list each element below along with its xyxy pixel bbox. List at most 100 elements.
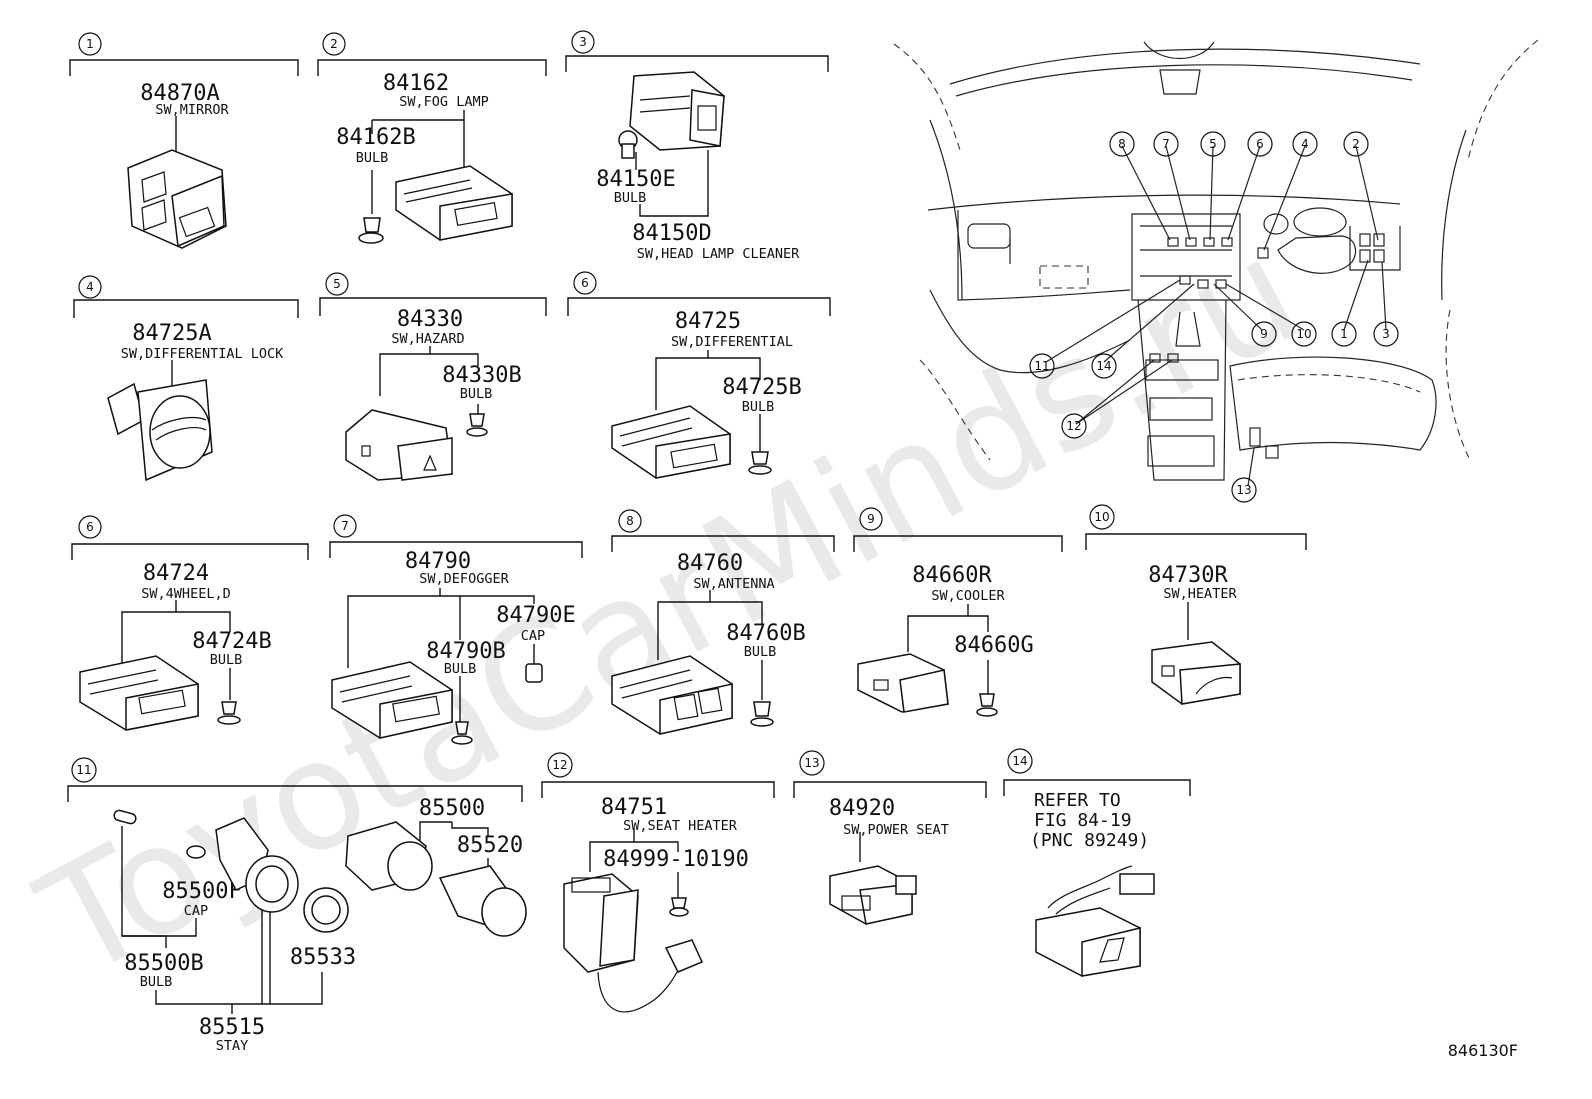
part-desc: SW,POWER SEAT [843,822,949,838]
part-number: 84870A [140,81,219,106]
svg-text:6: 6 [86,520,94,534]
mirror-switch [127,149,227,249]
cooler-switch [857,653,998,717]
part-desc: SW,COOLER [931,588,1005,604]
svg-text:7: 7 [1162,137,1170,151]
part-number: 84790 [405,549,471,574]
part-number: 84162B [336,125,415,150]
callout-7: 7 [333,514,357,538]
part-number: 84724B [192,629,271,654]
part-number: 84725A [132,321,211,346]
loc-callout-10: 10 [1291,321,1317,347]
callout-4: 4 [78,275,102,299]
head-lamp-cleaner-switch [618,71,725,159]
part-desc: SW,HEAD LAMP CLEANER [637,246,800,262]
power-seat-switch [829,865,917,925]
svg-text:9: 9 [1260,327,1268,341]
callout-11: 11 [71,757,97,783]
part-desc: SW,DIFFERENTIAL LOCK [121,346,284,362]
loc-callout-11: 11 [1029,353,1055,379]
part-desc: BULB [614,190,647,206]
svg-text:7: 7 [341,519,349,533]
part-desc: SW,HEATER [1163,586,1237,602]
svg-text:4: 4 [1301,137,1309,151]
svg-text:9: 9 [867,512,875,526]
part-desc: BULB [444,661,477,677]
part-number: 84920 [829,796,895,821]
part-number: 84150E [596,167,675,192]
refer-line: FIG 84-19 [1034,810,1132,831]
part-number: 84725 [675,309,741,334]
loc-callout-4: 4 [1292,131,1318,157]
heater-switch [1151,641,1241,705]
part-desc: BULB [140,974,173,990]
part-labels: 84870A SW,MIRROR 84162 SW,FOG LAMP 84162… [121,71,1238,1054]
part-number: 85515 [199,1015,265,1040]
svg-text:6: 6 [581,276,589,290]
part-desc: SW,MIRROR [155,102,229,118]
vehicle-interior-overview: 8 7 5 6 4 2 11 14 9 10 1 3 12 13 [893,39,1539,503]
svg-text:1: 1 [86,37,94,51]
svg-text:4: 4 [86,280,94,294]
callout-3: 3 [571,30,595,54]
svg-text:8: 8 [1118,137,1126,151]
part-number: 84724 [143,561,209,586]
part-number: 85500F [162,879,241,904]
svg-text:11: 11 [76,763,91,777]
callout-12: 12 [547,752,573,778]
svg-text:1: 1 [1340,327,1348,341]
callout-13: 13 [799,750,825,776]
svg-text:8: 8 [626,514,634,528]
part-desc: CAP [184,903,208,919]
part-number: 85500 [419,796,485,821]
loc-callout-14: 14 [1091,353,1117,379]
drawing-code: 846130F [1448,1041,1518,1060]
antenna-switch [611,655,774,735]
svg-text:3: 3 [1382,327,1390,341]
loc-callout-7: 7 [1153,131,1179,157]
differential-switch [611,405,772,479]
svg-text:13: 13 [1236,483,1251,497]
part-number: 84730R [1148,563,1228,588]
callout-1: 1 [78,32,102,56]
part-number: 84751 [601,795,667,820]
part-number: 84162 [383,71,449,96]
callout-5: 5 [325,272,349,296]
part-desc: CAP [521,628,545,644]
part-number: 84760B [726,621,805,646]
seat-heater-switch [563,873,704,1013]
part-desc: SW,DIFFERENTIAL [671,334,793,350]
svg-text:12: 12 [552,758,567,772]
part-desc: BULB [356,150,389,166]
part-desc: SW,4WHEEL,D [141,586,230,602]
part-number: 84790E [496,603,575,628]
part-number: 84660R [912,563,992,588]
part-desc: BULB [744,644,777,660]
svg-text:2: 2 [330,37,338,51]
svg-text:14: 14 [1012,754,1027,768]
svg-text:5: 5 [333,277,341,291]
differential-lock-switch [107,379,213,482]
loc-callout-13: 13 [1231,477,1257,503]
part-number: 84725B [722,375,801,400]
part-desc: SW,HAZARD [391,331,464,347]
callout-2: 2 [322,32,346,56]
loc-callout-3: 3 [1373,321,1399,347]
callout-9: 9 [859,507,883,531]
part-drawings [79,71,1241,1013]
part-desc: STAY [216,1038,249,1054]
svg-text:10: 10 [1094,510,1109,524]
part-desc: SW,ANTENNA [693,576,774,592]
part-number: 85533 [290,945,356,970]
part-desc: SW,SEAT HEATER [623,818,738,834]
refer-line: REFER TO [1034,790,1121,811]
callout-6b: 6 [78,515,102,539]
svg-text:12: 12 [1066,419,1081,433]
group-callouts: 1 2 3 4 5 6 6 7 8 9 10 11 12 13 14 [71,30,1115,783]
hazard-switch [345,409,488,481]
group-brackets [67,55,1307,802]
callout-8: 8 [618,509,642,533]
cigarette-lighter-assembly [113,809,527,937]
svg-text:10: 10 [1296,327,1311,341]
